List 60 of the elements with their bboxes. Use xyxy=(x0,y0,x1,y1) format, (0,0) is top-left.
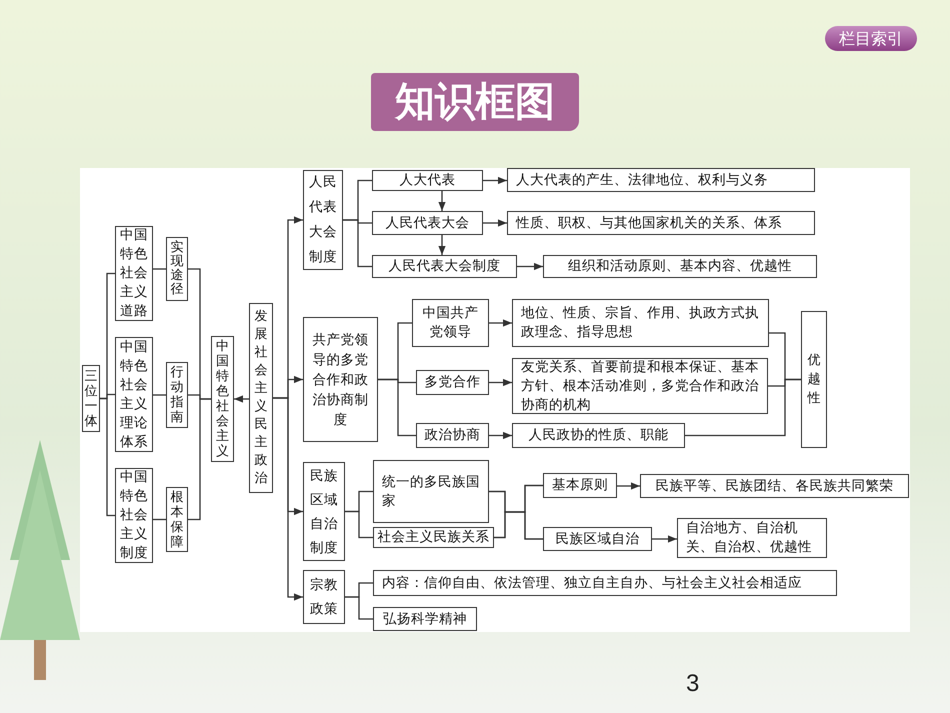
connector-line xyxy=(153,268,166,270)
concept-box: 自治地方、自治机关、自治权、优越性 xyxy=(677,518,827,558)
arrow xyxy=(489,319,512,327)
arrow xyxy=(652,535,677,543)
connector-line xyxy=(685,378,801,436)
concept-box: 地位、性质、宗旨、作用、执政方式执政理念、指导思想 xyxy=(512,299,769,347)
connector-line xyxy=(188,398,211,520)
concept-box: 宗教政策 xyxy=(303,570,345,624)
concept-box: 社会主义民族关系 xyxy=(373,527,494,548)
concept-box: 内容：信仰自由、依法管理、独立自主自办、与社会主义社会相适应 xyxy=(373,570,837,596)
concept-box: 弘扬科学精神 xyxy=(373,607,477,631)
concept-box: 行动指南 xyxy=(166,362,188,428)
arrow xyxy=(517,262,543,270)
arrow xyxy=(234,395,249,403)
concept-box: 民族平等、民族团结、各民族共同繁荣 xyxy=(640,474,909,498)
concept-box: 人民政协的性质、职能 xyxy=(512,423,685,448)
concept-box: 中国特色社会主义道路 xyxy=(115,226,153,321)
concept-box: 中国特色社会主义 xyxy=(211,336,234,462)
connector-line xyxy=(153,518,166,520)
concept-box: 中国特色社会主义制度 xyxy=(115,468,153,563)
concept-box: 人大代表 xyxy=(372,170,483,191)
concept-box: 发展社会主义民主政治 xyxy=(249,303,273,493)
arrow xyxy=(489,378,512,386)
concept-box: 友党关系、首要前提和根本保证、基本方针、根本活动准则，多党合作和政治协商的机构 xyxy=(512,358,768,414)
connector-line xyxy=(153,394,166,396)
index-button: 栏目索引 xyxy=(825,26,917,51)
arrow xyxy=(438,235,446,255)
arrow xyxy=(273,397,303,601)
concept-box: 根本保障 xyxy=(166,487,188,552)
arrow xyxy=(438,191,446,211)
concept-box: 民族区域自治制度 xyxy=(303,462,345,561)
concept-box: 实现途径 xyxy=(166,237,188,301)
connector-line xyxy=(494,511,543,540)
topic-box: 三位一体 xyxy=(82,365,100,432)
concept-box: 共产党领导的多党合作和政治协商制度 xyxy=(303,317,378,442)
page-number: 3 xyxy=(686,670,700,698)
arrow xyxy=(617,482,640,490)
arrow xyxy=(483,176,507,184)
concept-box: 人民代表大会制度 xyxy=(303,170,343,270)
concept-box: 中国共产党领导 xyxy=(412,299,489,347)
connector-line xyxy=(343,219,372,268)
concept-box: 人民代表大会 xyxy=(372,211,483,235)
concept-box: 人民代表大会制度 xyxy=(372,255,517,278)
concept-box: 人大代表的产生、法律地位、权利与义务 xyxy=(507,168,815,192)
connector-line xyxy=(345,510,373,538)
concept-box: 组织和活动原则、基本内容、优越性 xyxy=(543,255,817,278)
concept-box: 基本原则 xyxy=(543,473,617,498)
concept-box: 政治协商 xyxy=(416,423,489,448)
concept-box: 中国特色社会主义理论体系 xyxy=(115,337,153,452)
concept-box: 多党合作 xyxy=(416,370,489,395)
concept-box: 统一的多民族国家 xyxy=(373,460,489,523)
concept-box: 民族区域自治 xyxy=(543,527,652,551)
connector-line xyxy=(345,596,373,620)
concept-box: 性质、职权、与其他国家机关的关系、体系 xyxy=(507,211,815,235)
arrow xyxy=(489,432,512,440)
connector-line xyxy=(378,378,416,436)
arrow xyxy=(483,219,507,227)
title-banner: 知识框图 xyxy=(371,73,579,131)
connector-line xyxy=(100,398,115,516)
concept-box: 优越性 xyxy=(801,311,827,448)
